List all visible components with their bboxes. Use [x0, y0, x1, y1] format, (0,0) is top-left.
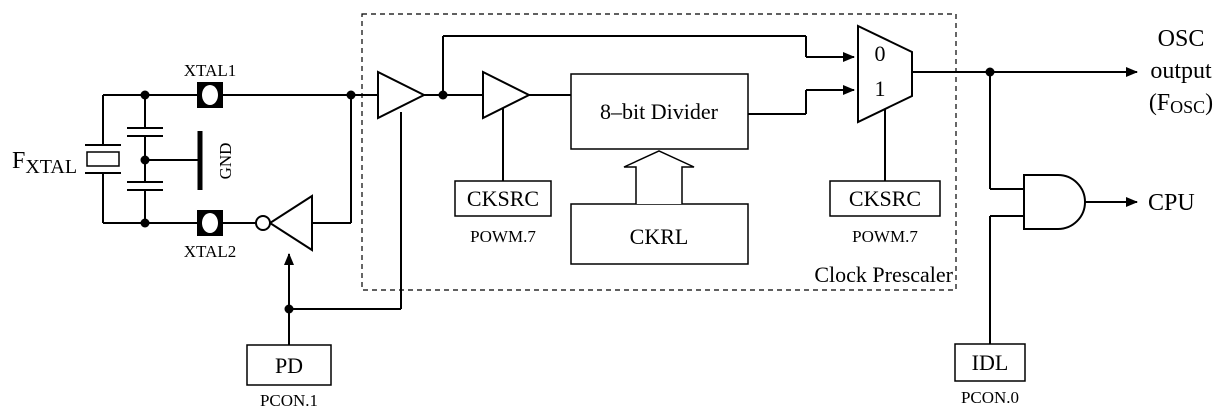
cksrc-box-1	[454, 180, 552, 217]
fxtal-label: FXTAL	[12, 148, 77, 178]
divider-label: 8–bit Divider	[600, 99, 719, 124]
capacitor-icon	[127, 127, 163, 137]
pcon0-label: PCON.0	[961, 388, 1019, 407]
mux-input-0-label: 0	[875, 41, 886, 66]
powm-label-2: POWM.7	[852, 227, 918, 246]
capacitor-icon	[127, 181, 163, 191]
gnd-label: GND	[216, 143, 235, 180]
crystal-network	[102, 90, 200, 228]
pcon1-label: PCON.1	[260, 391, 318, 410]
and-gate	[1023, 174, 1086, 230]
inverter-amplifier	[255, 194, 313, 252]
ckrl-block	[570, 203, 749, 265]
prescaler-buffer	[482, 70, 532, 120]
xtal2-label: XTAL2	[184, 242, 236, 261]
cksrc-label-2: CKSRC	[849, 186, 921, 211]
cpu-label: CPU	[1148, 190, 1195, 216]
idl-box	[954, 343, 1026, 382]
prescaler-label: Clock Prescaler	[814, 262, 953, 287]
input-buffer	[377, 70, 427, 120]
cksrc-label-1: CKSRC	[467, 186, 539, 211]
powm-label-1: POWM.7	[470, 227, 536, 246]
xtal1-pin	[197, 82, 223, 108]
pd-label: PD	[275, 353, 303, 378]
pd-box	[246, 344, 332, 386]
osc-label: OSC	[1158, 26, 1205, 52]
cksrc-box-2	[829, 180, 941, 217]
xtal1-label: XTAL1	[184, 61, 236, 80]
fosc-label: (FOSC)	[1149, 90, 1213, 117]
crystal-icon	[85, 144, 121, 174]
prescaler-region	[361, 13, 957, 291]
divider-block	[570, 73, 749, 150]
mux-input-1-label: 1	[875, 76, 886, 101]
ckrl-label: CKRL	[630, 224, 689, 249]
xtal2-pin	[197, 210, 223, 236]
osc-output-label: output	[1150, 58, 1212, 84]
idl-label: IDL	[972, 350, 1009, 375]
hollow-arrow-icon	[623, 150, 695, 204]
clock-mux	[857, 24, 913, 124]
